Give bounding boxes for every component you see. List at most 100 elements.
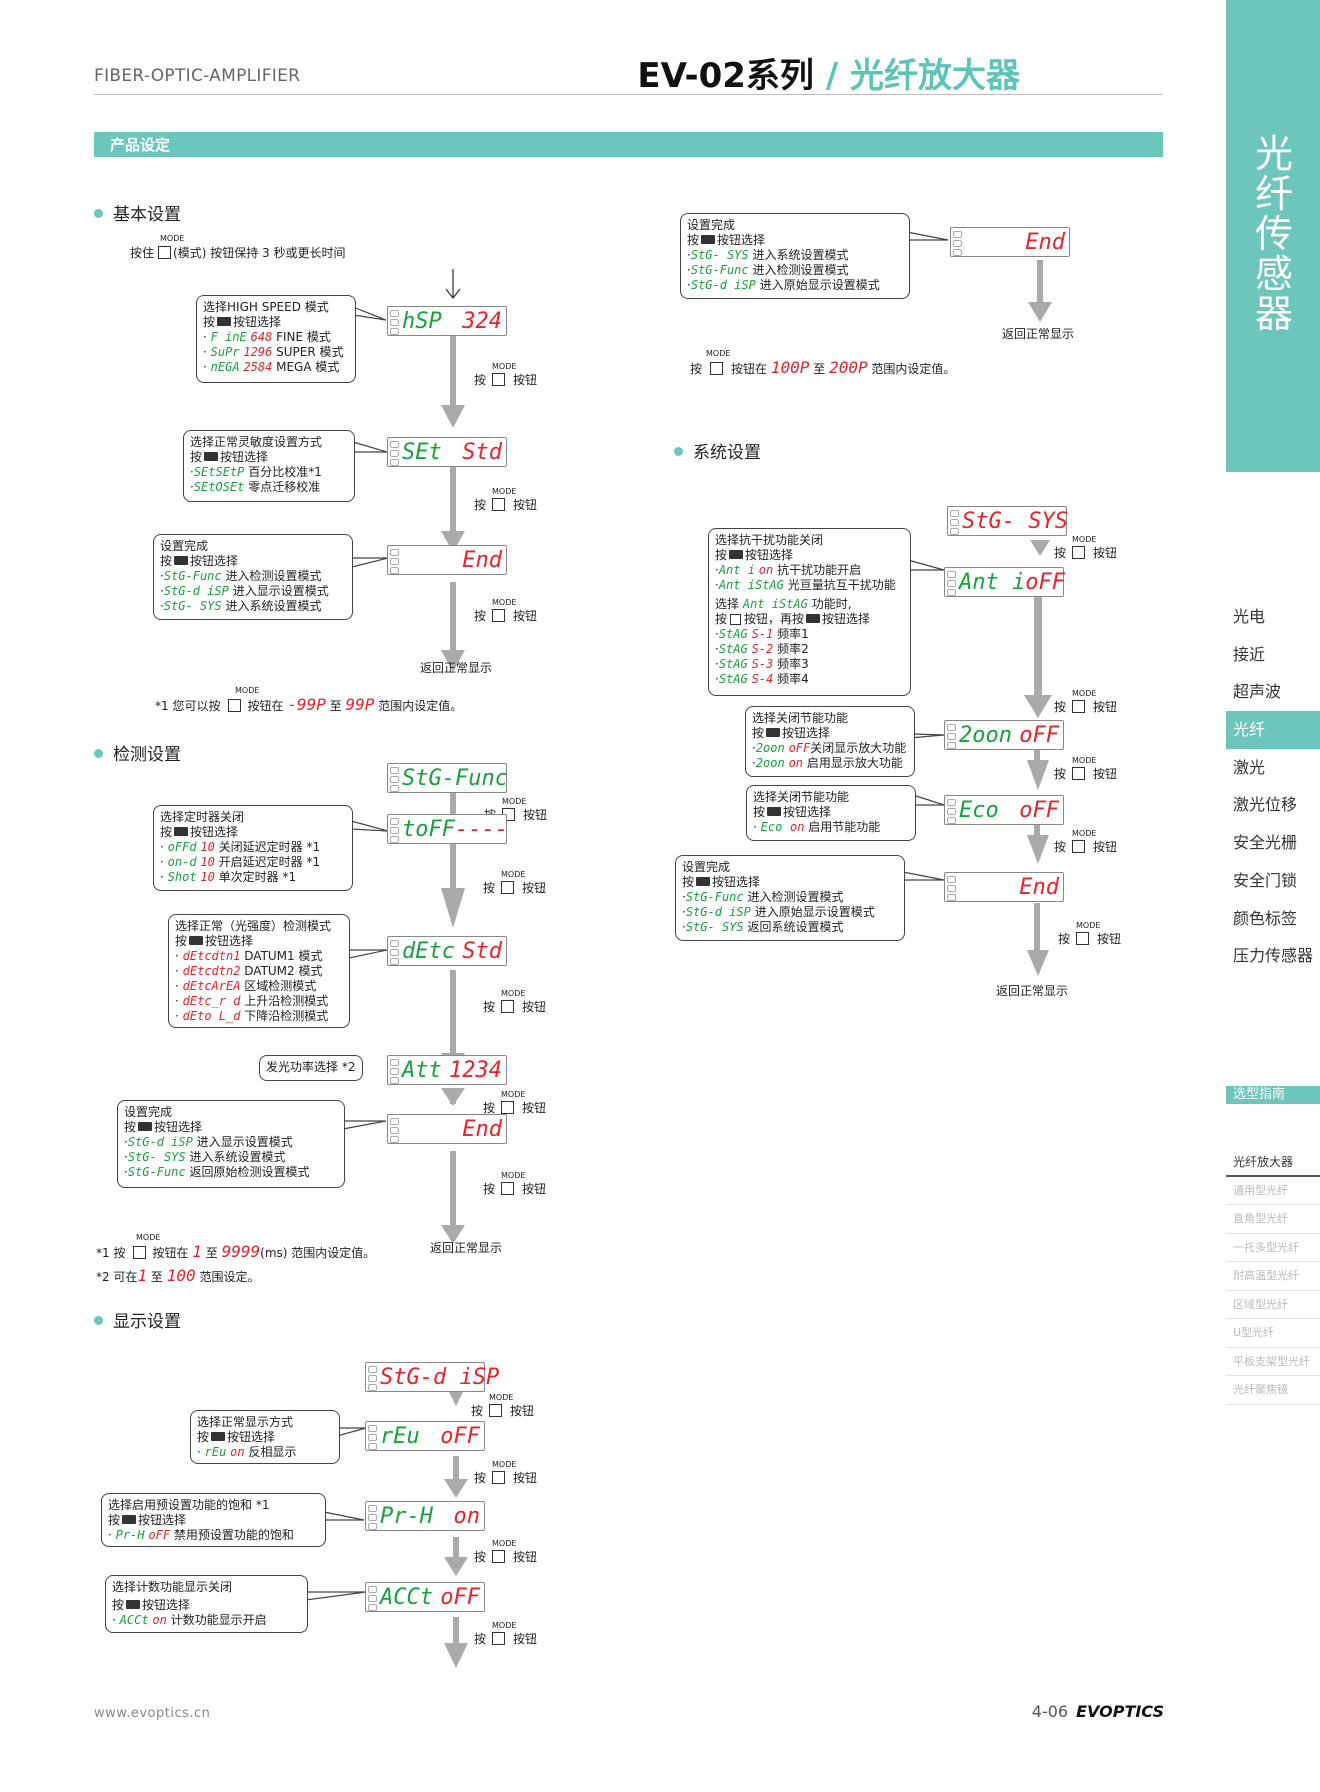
option-row: ·StG-Func 进入检测设置模式 xyxy=(160,569,322,583)
detect-note-2: *2 可在1 至 100 范围设定。 xyxy=(96,1266,260,1285)
option-row: ·StG- SYS 进入系统设置模式 xyxy=(124,1150,286,1164)
section-title-basic: 基本设置 xyxy=(94,200,181,225)
sidebar-header: 光 纤 传 感 器 xyxy=(1226,0,1320,472)
option-row: ·StG-Func 返回原始检测设置模式 xyxy=(124,1165,310,1179)
option-row: ·StG-d iSP 进入显示设置模式 xyxy=(124,1135,293,1149)
callout-count-display: 选择计数功能显示关闭 按按钮选择 · ACCt on 计数功能显示开启 xyxy=(105,1575,308,1633)
frequency-row: ·StAG S-4 频率4 xyxy=(715,672,809,686)
lcd-left: SEt xyxy=(402,439,442,465)
button-icon xyxy=(217,317,232,326)
guide-item[interactable]: 平板支架型光纤 xyxy=(1226,1348,1320,1376)
callout-line: 选择HIGH SPEED 模式 xyxy=(203,300,329,314)
guide-list: 光纤放大器 通用型光纤 直角型光纤 一托多型光纤 耐高温型光纤 区域型光纤 U型… xyxy=(1226,1148,1320,1405)
sidebar-item[interactable]: 颜色标签 xyxy=(1233,908,1298,928)
return-normal-display: 返回正常显示 xyxy=(1002,327,1075,341)
guide-item[interactable]: 直角型光纤 xyxy=(1226,1205,1320,1234)
option-row: · dEtc_r d 上升沿检测模式 xyxy=(175,994,329,1008)
mode-label: MODE xyxy=(160,234,185,243)
callout-line: 按按钮选择 xyxy=(203,315,282,329)
option-row: · rEu on 反相显示 xyxy=(197,1445,297,1459)
callout-emit-power: 发光功率选择 *2 xyxy=(259,1055,363,1081)
callout-display-done: 设置完成 按按钮选择 ·StG- SYS 进入系统设置模式 ·StG-Func … xyxy=(680,213,910,299)
callout-eco: 选择关闭节能功能 按按钮选择 · Eco on 启用节能功能 xyxy=(746,785,916,841)
option-row: ·StG- SYS 进入系统设置模式 xyxy=(160,599,322,613)
sidebar-item[interactable]: 激光 xyxy=(1233,757,1266,777)
sidebar-item[interactable]: 安全光栅 xyxy=(1233,833,1298,853)
option-row: ·StG- SYS 返回系统设置模式 xyxy=(682,920,844,934)
callout-line: 按按钮，再按按钮选择 xyxy=(715,612,871,626)
guide-item[interactable]: 耐高温型光纤 xyxy=(1226,1262,1320,1291)
mode-button-icon xyxy=(492,373,506,386)
return-normal-display: 返回正常显示 xyxy=(420,661,493,675)
option-row: · oFFd 10 关闭延迟定时器 *1 xyxy=(160,840,321,854)
callout-line: 按按钮选择 xyxy=(160,554,239,568)
vertical-title-char: 感 xyxy=(1254,252,1293,296)
intro-text-b: (模式) 按钮保持 3 秒或更长时间 xyxy=(173,246,346,260)
frequency-row: ·StAG S-2 频率2 xyxy=(715,642,809,656)
header-subtitle: FIBER-OPTIC-AMPLIFIER xyxy=(94,66,301,86)
guide-bar[interactable]: 选型指南 xyxy=(1226,1086,1320,1104)
callout-speed-mode: 选择HIGH SPEED 模式 按按钮选择 · F inE 648 FINE 模… xyxy=(196,295,356,383)
guide-item[interactable]: 区域型光纤 xyxy=(1226,1291,1320,1319)
sidebar-item[interactable]: 激光位移 xyxy=(1233,795,1298,815)
page-number: 4-06 xyxy=(1031,1702,1069,1721)
option-row: · Pr-H oFF 禁用预设置功能的饱和 xyxy=(108,1528,294,1542)
guide-item[interactable]: 通用型光纤 xyxy=(1226,1177,1320,1205)
callout-line: 按按钮选择 xyxy=(190,450,269,464)
lcd-left: StG-Func xyxy=(402,765,508,791)
lcd-display: StG-Func xyxy=(387,763,508,793)
lcd-right: End xyxy=(462,547,502,573)
sidebar-item[interactable]: 安全门锁 xyxy=(1233,870,1298,890)
callout-line: 选择 Ant iStAG 功能时, xyxy=(715,597,852,611)
option-row: ·2oon oFF关闭显示放大功能 xyxy=(752,741,907,755)
option-row: ·SEtSEtP 百分比校准*1 xyxy=(190,465,322,479)
sidebar-item[interactable]: 超声波 xyxy=(1233,682,1282,702)
option-row: · Shot 10 单次定时器 *1 xyxy=(160,870,297,884)
callout-line: 设置完成 xyxy=(160,539,209,553)
guide-item[interactable]: U型光纤 xyxy=(1226,1319,1320,1348)
option-row: · ACCt on 计数功能显示开启 xyxy=(112,1613,267,1627)
callout-detect-mode: 选择正常（光强度）检测模式 按按钮选择 · dEtcdtn1 DATUM1 模式… xyxy=(168,914,350,1028)
footer-url[interactable]: www.evoptics.cn xyxy=(94,1706,211,1721)
option-row: · dEto L_d 下降沿检测模式 xyxy=(175,1009,329,1023)
sidebar-item[interactable]: 压力传感器 xyxy=(1233,946,1314,966)
lcd-display: End xyxy=(387,1114,507,1144)
option-row: · Eco on 启用节能功能 xyxy=(753,820,881,834)
lcd-left: hSP xyxy=(402,308,442,334)
frequency-row: ·StAG S-1 频率1 xyxy=(715,627,809,641)
callout-line: 选择正常灵敏度设置方式 xyxy=(190,435,323,449)
section-bar-label: 产品设定 xyxy=(110,136,171,154)
callout-anti-interference: 选择抗干扰功能关闭 按按钮选择 ·Ant i on 抗干扰功能开启 ·Ant i… xyxy=(708,528,911,696)
sidebar-item[interactable]: 光电 xyxy=(1233,607,1266,626)
sidebar-item-active[interactable]: 光纤 xyxy=(1226,711,1320,749)
lcd-display: StG- SYS xyxy=(947,506,1068,536)
sidebar-item[interactable]: 接近 xyxy=(1233,644,1266,664)
guide-item-active[interactable]: 光纤放大器 xyxy=(1226,1148,1320,1177)
guide-item[interactable]: 光纤聚焦镜 xyxy=(1226,1376,1320,1405)
lcd-display: End xyxy=(944,872,1064,902)
lcd-display: End xyxy=(950,227,1070,257)
lcd-display: End xyxy=(387,545,507,575)
guide-item[interactable]: 一托多型光纤 xyxy=(1226,1234,1320,1262)
vertical-title-char: 光 xyxy=(1254,132,1293,176)
return-normal-display: 返回正常显示 xyxy=(996,984,1069,998)
frequency-row: ·StAG S-3 频率3 xyxy=(715,657,809,671)
